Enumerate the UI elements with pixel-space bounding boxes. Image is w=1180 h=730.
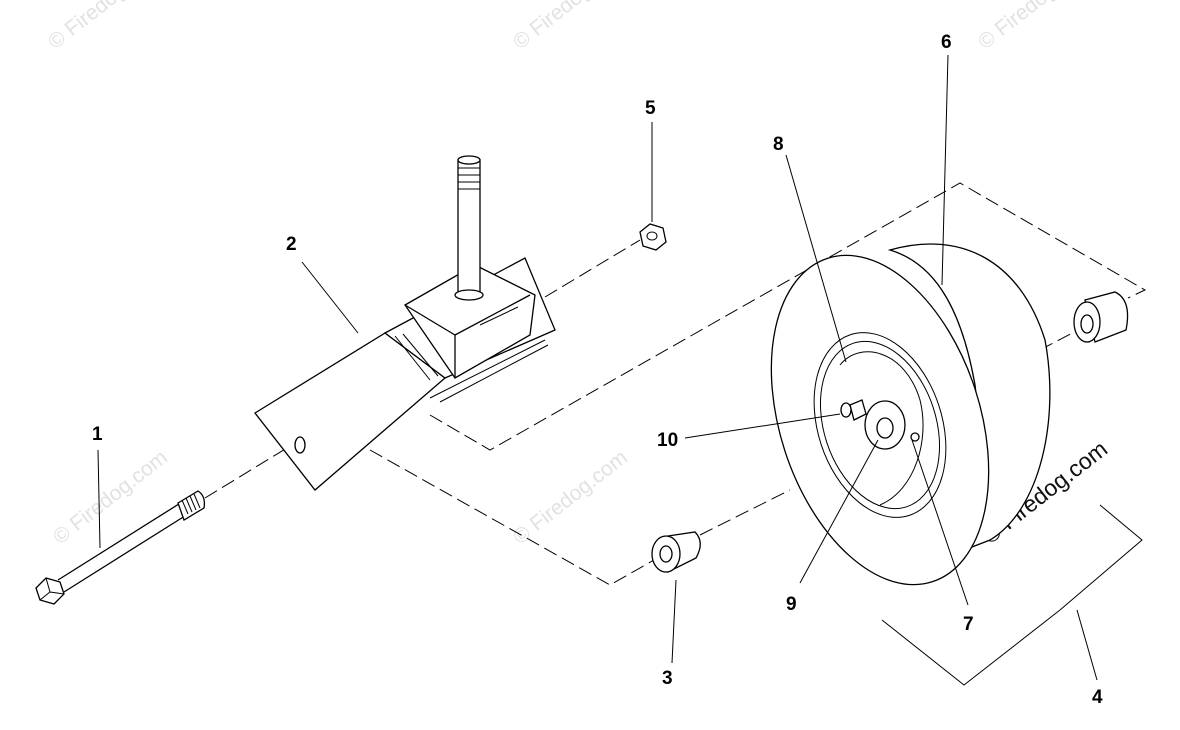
nut	[639, 223, 667, 251]
wheel-assembly	[770, 243, 1051, 586]
callout-3: 3	[662, 668, 673, 689]
callout-4: 4	[1092, 687, 1103, 708]
leader-lines	[97, 54, 1098, 681]
watermark-mid-left: © Firedog.com	[49, 446, 172, 549]
watermark-mid-center: © Firedog.com	[509, 446, 632, 549]
callout-6: 6	[941, 32, 952, 53]
callout-5: 5	[645, 98, 656, 119]
bushing-left	[651, 531, 701, 574]
wheel-assembly-bracket	[881, 504, 1143, 686]
callout-2: 2	[286, 234, 297, 255]
bolt	[35, 490, 206, 605]
callout-1: 1	[92, 424, 103, 445]
callout-10: 10	[657, 430, 678, 451]
bushing-right	[1073, 291, 1129, 343]
callout-9: 9	[786, 594, 797, 615]
callout-labels: 1 2 3 4 5 6 7 8 9 10	[92, 32, 1103, 708]
watermark-top-left: © Firedog.com	[44, 0, 167, 54]
caster-bracket	[254, 155, 556, 491]
watermark-top-right: © Firedog.com	[974, 0, 1097, 54]
callout-8: 8	[773, 134, 784, 155]
watermark-top-center: © Firedog.com	[509, 0, 632, 54]
callout-7: 7	[963, 614, 974, 635]
